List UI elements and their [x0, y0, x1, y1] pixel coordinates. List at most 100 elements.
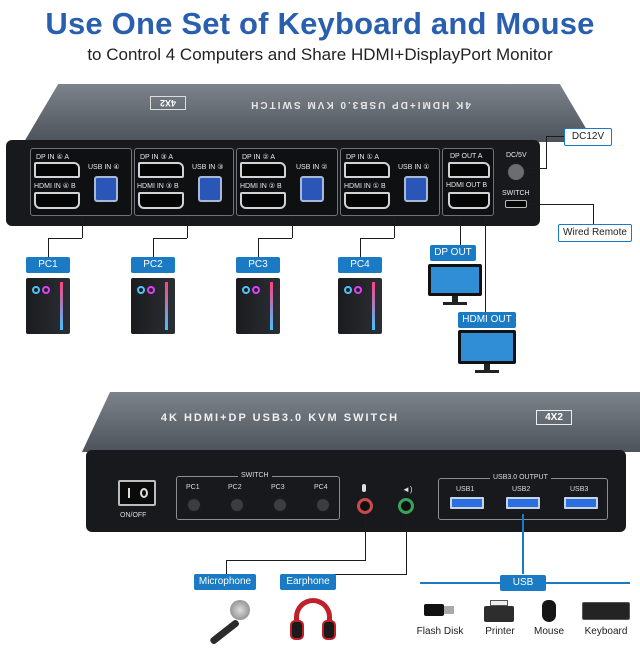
usb2-label: USB2	[512, 486, 531, 493]
usb-in-3-port	[198, 176, 222, 202]
usb1-port[interactable]	[450, 497, 484, 509]
earphone-tag: Earphone	[280, 574, 336, 590]
power-switch-o-mark	[140, 488, 148, 498]
microphone-tag: Microphone	[194, 574, 256, 590]
pc3-fan2-icon	[252, 286, 260, 294]
microphone-symbol-icon	[362, 484, 366, 492]
headphone-band	[294, 598, 332, 632]
dp-in-2-port	[240, 162, 286, 178]
pc4-fan-icon	[344, 286, 352, 294]
microphone-line-h	[226, 560, 366, 561]
pc3-line-h	[258, 238, 292, 239]
usb-in-2-port	[300, 176, 324, 202]
pc4-fan2-icon	[354, 286, 362, 294]
switch-port-label: SWITCH	[502, 190, 530, 197]
hdmi-out-monitor-base	[475, 370, 499, 373]
pc4-tower-icon	[338, 278, 382, 334]
pc2-line-v	[187, 216, 188, 238]
pc1-led-strip	[60, 282, 63, 330]
dp-out-monitor-icon	[428, 264, 482, 296]
hdmi-out-line	[485, 216, 486, 312]
pc1-line-h	[48, 238, 82, 239]
mouse-icon	[542, 600, 556, 622]
power-switch-i-mark	[128, 488, 130, 498]
pc2-button-label: PC2	[228, 484, 242, 491]
hdmi-out-tag: HDMI OUT	[458, 312, 516, 328]
pc1-fan-icon	[32, 286, 40, 294]
wired-remote-tag: Wired Remote	[558, 224, 632, 242]
pc3-line-down	[258, 238, 259, 258]
rear-model-badge-text: 4X2	[160, 98, 177, 108]
pc2-line-h	[153, 238, 187, 239]
pc3-line-v	[292, 216, 293, 238]
usb-tag: USB	[500, 575, 546, 591]
microphone-jack[interactable]	[357, 498, 373, 514]
dp-out-port	[448, 162, 490, 178]
pc3-led-strip	[270, 282, 273, 330]
front-product-label: 4K HDMI+DP USB3.0 KVM SWITCH	[130, 412, 430, 424]
hdmi-out-label: HDMI OUT B	[446, 182, 488, 189]
printer-label: Printer	[485, 626, 515, 637]
dp-in-3-port	[138, 162, 184, 178]
earphone-jack[interactable]	[398, 498, 414, 514]
headline-title: Use One Set of Keyboard and Mouse	[45, 6, 595, 41]
pc1-button-label: PC1	[186, 484, 200, 491]
dp-out-line	[460, 216, 461, 246]
microphone-head	[230, 600, 250, 620]
dc-callout-line-up	[546, 136, 547, 169]
microphone-line-down	[226, 560, 227, 574]
headphone-left-cup	[290, 620, 304, 640]
flash-disk-icon	[424, 604, 454, 616]
dc-port-label: DC/5V	[506, 152, 527, 159]
pc1-fan2-icon	[42, 286, 50, 294]
dp-in-4-port	[34, 162, 80, 178]
switch-group-label: SWITCH	[238, 472, 272, 479]
pc4-line-h	[360, 238, 394, 239]
pc4-line-v	[394, 216, 395, 238]
dc-power-jack	[506, 162, 526, 182]
headphone-icon	[290, 598, 336, 642]
flash-disk-body	[424, 604, 444, 616]
pc3-button[interactable]	[272, 497, 288, 513]
pc1-button[interactable]	[186, 497, 202, 513]
pc4-led-strip	[372, 282, 375, 330]
pc3-fan-icon	[242, 286, 250, 294]
earphone-line-v	[406, 514, 407, 574]
pc2-button[interactable]	[229, 497, 245, 513]
pc1-tag: PC1	[26, 257, 70, 273]
usb-in-3-label: USB IN ③	[192, 164, 224, 171]
dp-out-monitor-base	[443, 302, 467, 305]
dp-out-label: DP OUT A	[450, 153, 483, 160]
pc2-fan2-icon	[147, 286, 155, 294]
usb2-port[interactable]	[506, 497, 540, 509]
remote-callout-line	[527, 204, 593, 205]
usb-line-v	[522, 514, 524, 574]
pc2-led-strip	[165, 282, 168, 330]
usb-in-4-label: USB IN ④	[88, 164, 120, 171]
dc-callout-line-h	[546, 136, 564, 137]
usb-output-label: USB3.0 OUTPUT	[490, 474, 551, 481]
usb3-label: USB3	[570, 486, 589, 493]
power-switch[interactable]	[118, 480, 156, 506]
headline-subtitle: to Control 4 Computers and Share HDMI+Di…	[87, 45, 553, 64]
pc3-button-label: PC3	[271, 484, 285, 491]
pc4-button[interactable]	[315, 497, 331, 513]
dp-out-monitor-stand	[452, 296, 458, 302]
usb3-port[interactable]	[564, 497, 598, 509]
pc4-button-label: PC4	[314, 484, 328, 491]
hdmi-in-2-label: HDMI IN ② B	[240, 183, 282, 190]
microphone-handle	[209, 618, 241, 646]
hdmi-in-2-port	[240, 192, 286, 209]
printer-top	[490, 600, 508, 606]
dc12v-tag: DC12V	[564, 128, 612, 146]
hdmi-out-monitor-stand	[484, 364, 490, 370]
pc1-tower-icon	[26, 278, 70, 334]
dp-in-1-label: DP IN ① A	[346, 154, 379, 161]
pc1-line-v	[82, 216, 83, 238]
mouse-label: Mouse	[533, 626, 564, 637]
dp-in-4-label: DP IN ④ A	[36, 154, 69, 161]
headphone-right-cup	[322, 620, 336, 640]
pc3-tag: PC3	[236, 257, 280, 273]
switch-group-frame	[176, 476, 340, 520]
microphone-line-v	[365, 514, 366, 560]
